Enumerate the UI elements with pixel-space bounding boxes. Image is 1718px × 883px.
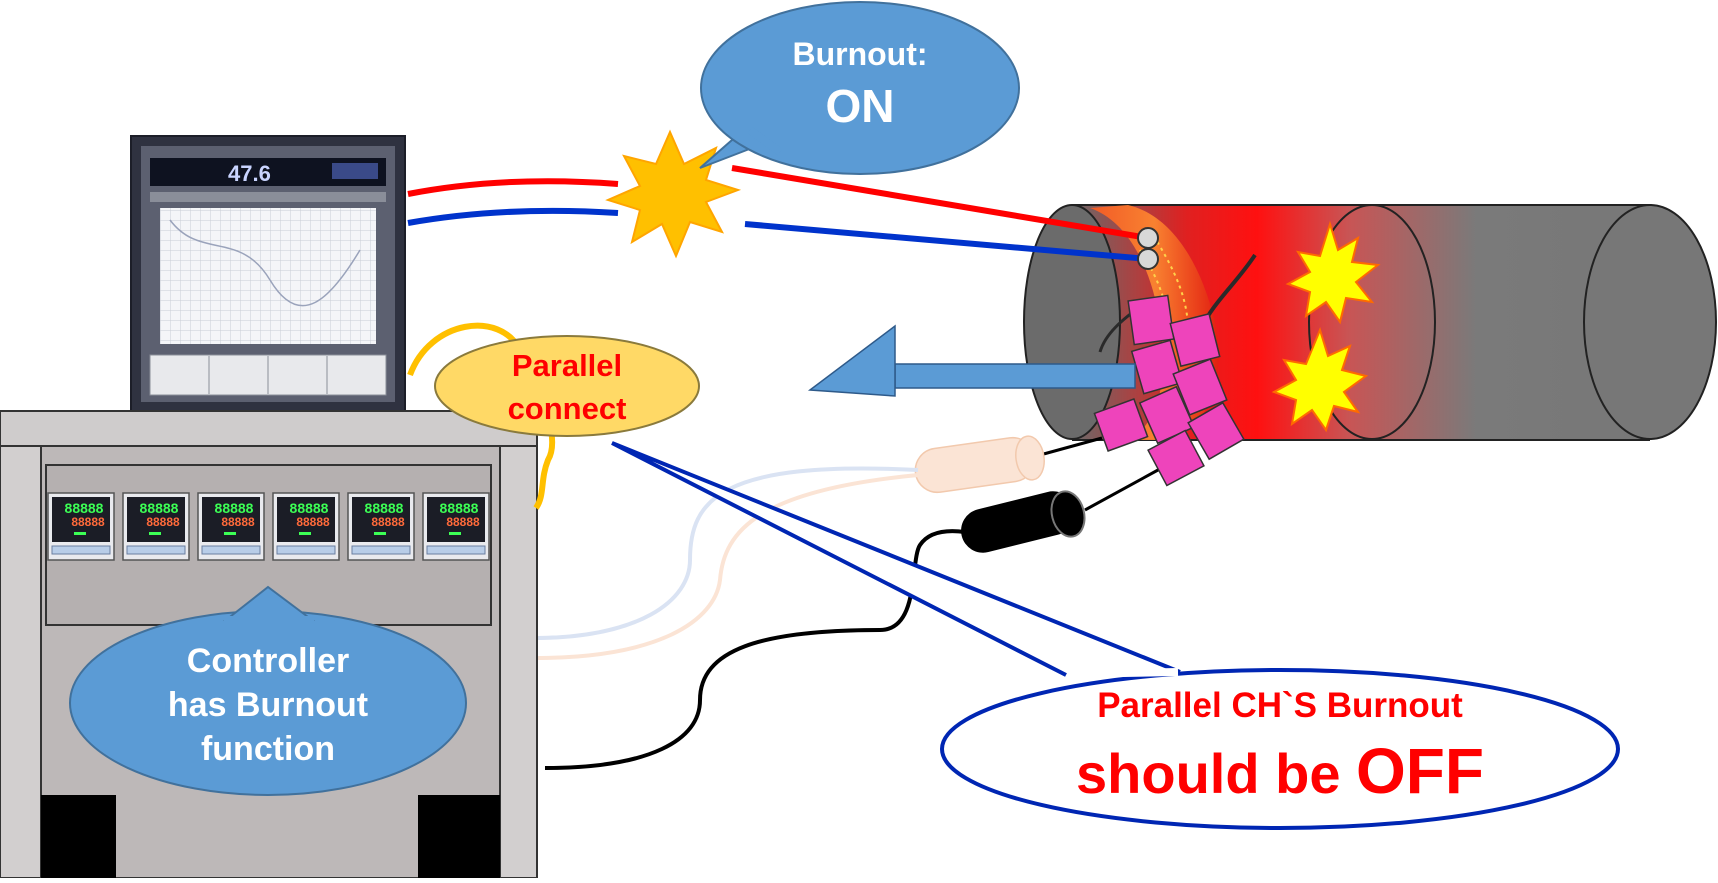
callout-burnout-on-line2: ON: [826, 80, 895, 132]
callout-burnout-on-line1: Burnout:: [792, 36, 927, 72]
thermocouple-probe-icon: [914, 435, 1103, 494]
cable-blue-faint: [523, 466, 919, 641]
terminal-red: [1137, 227, 1159, 249]
cable-peach-faint: [523, 473, 919, 661]
pipe-seam: [1308, 204, 1436, 440]
callout-parallel-off-line2: should be OFF: [1076, 735, 1484, 807]
callout-controller-line3: function: [201, 730, 335, 768]
pipe-right-end: [1583, 204, 1717, 440]
controller-sv: 88888: [146, 515, 180, 529]
cabinet-top: [0, 410, 538, 447]
controller-indicator: [224, 532, 236, 535]
chart-recorder: 47.6: [130, 135, 406, 413]
controller-keys[interactable]: [351, 545, 411, 555]
chart-trace: [169, 219, 361, 307]
controller-pv: 88888: [440, 500, 479, 516]
wire-red-right: [731, 165, 1149, 241]
callout-controller-line2: has Burnout: [168, 686, 368, 724]
controller-pv: 88888: [65, 500, 104, 516]
wire-blue-right: [744, 221, 1149, 262]
callout-parallel-line2: connect: [508, 391, 627, 426]
controller-sv: 88888: [221, 515, 255, 529]
callout-burnout-on: Burnout: ON: [699, 1, 1020, 175]
recorder-display-value: 47.6: [228, 161, 271, 186]
cable-black: [544, 529, 966, 770]
spark-icon: [1271, 327, 1369, 433]
cabinet-left-post: [0, 445, 42, 879]
thermocouple-wires: [407, 165, 1159, 270]
wire-red-left: [407, 178, 619, 197]
recorder-display-bar: [332, 163, 378, 179]
controller-indicator: [74, 532, 86, 535]
callout-parallel-line1: Parallel: [512, 348, 622, 383]
cabinet-right-post: [499, 445, 538, 879]
controller-sv: 88888: [371, 515, 405, 529]
callout-parallel-off-line1: Parallel CH`S Burnout: [1097, 686, 1463, 725]
cabinet-left-leg: [41, 795, 116, 878]
controller-pv: 88888: [290, 500, 329, 516]
wire-blue-left: [407, 207, 619, 226]
controller-sv: 88888: [296, 515, 330, 529]
controller-sv: 88888: [71, 515, 105, 529]
callout-parallel-off-emphasis: OFF: [1356, 735, 1484, 807]
controller-indicator: [149, 532, 161, 535]
controller-keys[interactable]: [426, 545, 486, 555]
controllers-row: 8888888888888888888888888888888888888888…: [47, 492, 490, 561]
controller-pv: 88888: [140, 500, 179, 516]
arrow-left-icon: [807, 324, 1136, 397]
spark-icon: [1285, 220, 1381, 325]
recorder-rail: [150, 192, 386, 202]
pipe-left-end: [1023, 204, 1121, 440]
controller-indicator: [374, 532, 386, 535]
heater-blocks: [1093, 294, 1245, 487]
controller-indicator: [299, 532, 311, 535]
controller-keys[interactable]: [201, 545, 261, 555]
cabinet-right-leg: [418, 795, 500, 878]
controller-sv: 88888: [446, 515, 480, 529]
callout-parallel-off: Parallel CH`S Burnout should be OFF: [611, 441, 1620, 830]
thermocouple-probe-icon: [961, 468, 1159, 553]
probe-black: [961, 491, 1075, 553]
controller-pv: 88888: [365, 500, 404, 516]
controller-pv: 88888: [215, 500, 254, 516]
callout-parallel-connect: Parallel connect: [434, 335, 700, 437]
callout-parallel-off-prefix: should be: [1076, 742, 1356, 805]
controller-indicator: [449, 532, 461, 535]
controller-keys[interactable]: [126, 545, 186, 555]
callout-controller-line1: Controller: [187, 642, 349, 680]
controller-keys[interactable]: [51, 545, 111, 555]
terminal-blue: [1137, 248, 1159, 270]
controller-keys[interactable]: [276, 545, 336, 555]
callout-controller-burnout: Controller has Burnout function: [69, 585, 467, 796]
